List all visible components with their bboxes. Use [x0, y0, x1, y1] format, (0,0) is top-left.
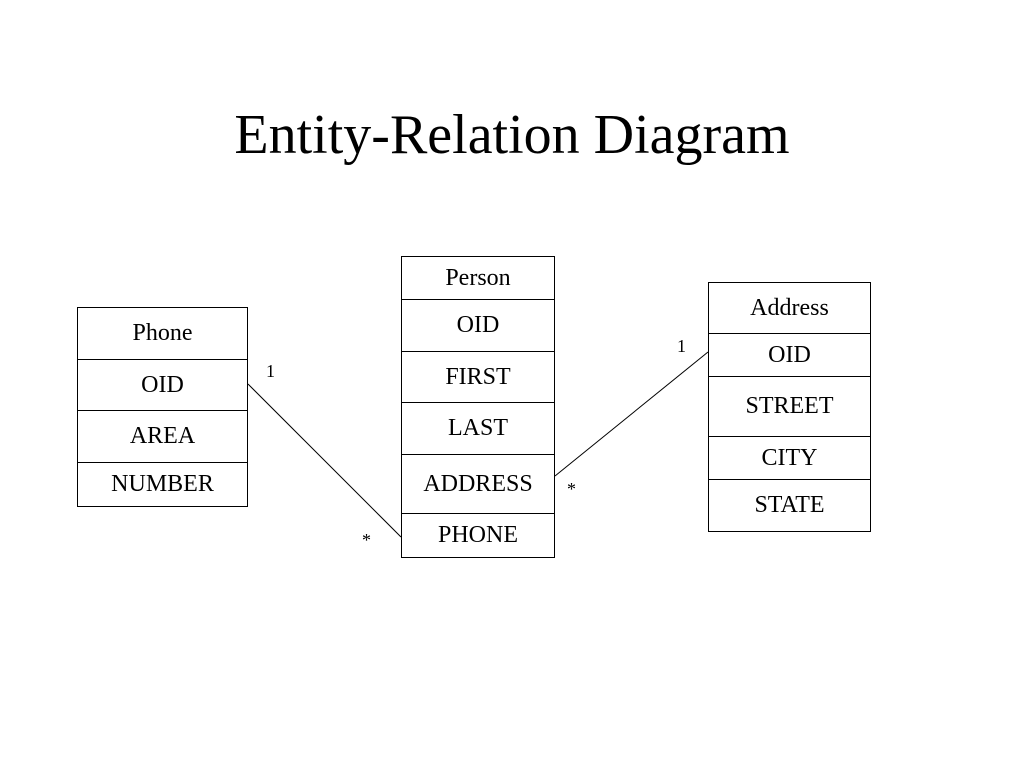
entity-address[interactable]: Address OID STREET CITY STATE	[708, 282, 871, 532]
entity-person-name: Person	[445, 264, 511, 291]
entity-address-field-street: STREET	[709, 376, 870, 436]
entity-address-field-city: CITY	[709, 436, 870, 479]
entity-person-field-oid: OID	[402, 299, 554, 351]
slide-title: Entity-Relation Diagram	[234, 104, 790, 166]
entity-phone-field-oid: OID	[78, 359, 247, 410]
entity-person[interactable]: Person OID FIRST LAST ADDRESS PHONE	[401, 256, 555, 558]
cardinality-person-phone-many: *	[362, 530, 371, 550]
cardinality-person-address-many: *	[567, 479, 576, 499]
cardinality-phone-one: 1	[266, 361, 275, 381]
relation-line-person-address	[554, 351, 709, 477]
entity-address-field-oid: OID	[709, 333, 870, 376]
entity-address-field-state: STATE	[709, 479, 870, 531]
entity-phone-name: Phone	[132, 320, 193, 346]
entity-phone[interactable]: Phone OID AREA NUMBER	[77, 307, 248, 507]
entity-address-name: Address	[750, 294, 829, 321]
entity-person-field-address: ADDRESS	[402, 454, 554, 513]
entity-phone-field-area: AREA	[78, 410, 247, 462]
relation-line-phone-person	[247, 383, 402, 538]
entity-person-field-last: LAST	[402, 402, 554, 454]
entity-phone-field-number: NUMBER	[78, 462, 247, 506]
entity-person-field-phone: PHONE	[402, 513, 554, 557]
cardinality-address-one: 1	[677, 336, 686, 356]
entity-person-field-first: FIRST	[402, 351, 554, 402]
